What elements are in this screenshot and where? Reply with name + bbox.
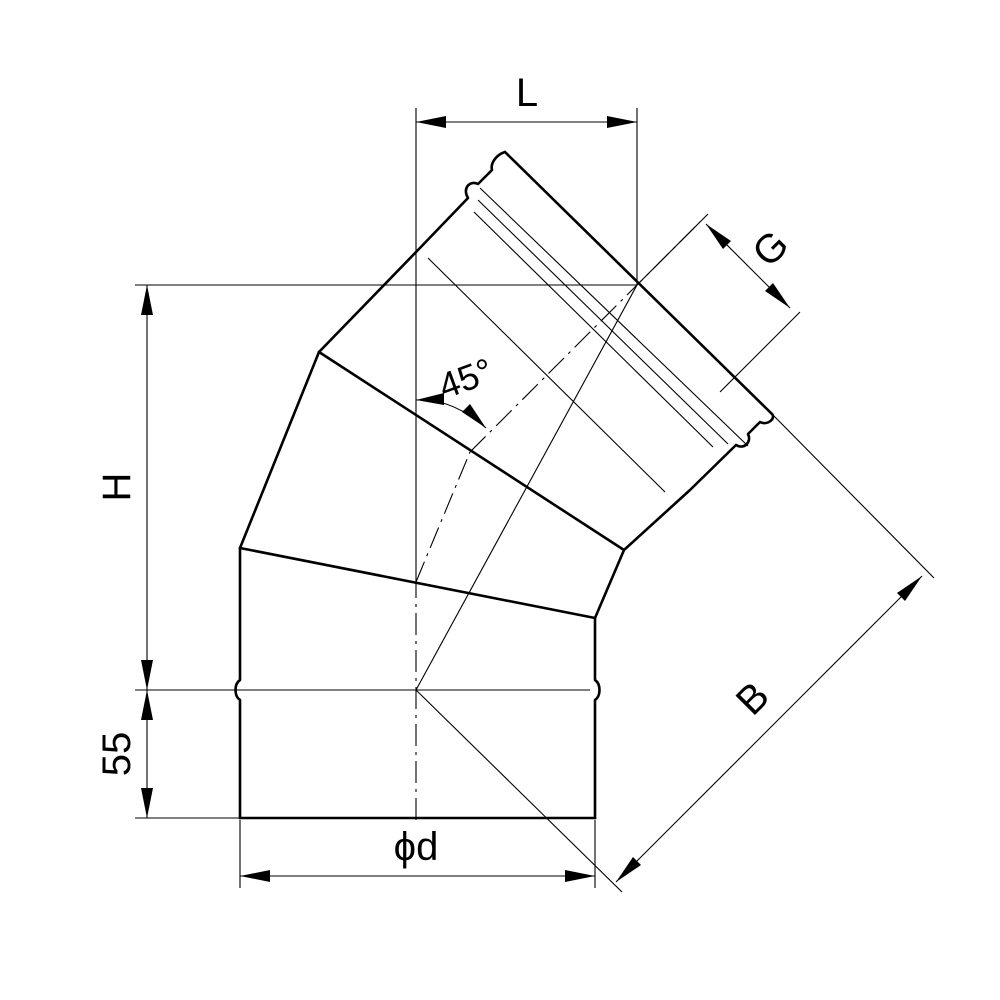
- elbow-outline: [234, 150, 775, 820]
- upper-segment-left-wall: [317, 150, 507, 354]
- B-arrow-lower: [616, 857, 641, 882]
- G-top-extension: [636, 213, 709, 286]
- depth-arrow-bottom: [141, 788, 153, 818]
- L-arrow-left: [416, 116, 446, 128]
- middle-segment-left-wall: [238, 350, 321, 550]
- L-label: L: [516, 71, 538, 115]
- depth-arrow-top: [141, 690, 153, 720]
- bead-line-3: [473, 211, 714, 448]
- bottom-segment-left-wall: [234, 546, 242, 820]
- B-arrow-upper: [897, 576, 922, 601]
- G-arrow-bottom: [765, 283, 790, 308]
- G-label: G: [744, 222, 797, 275]
- dimension-diameter: ϕd: [240, 825, 595, 882]
- middle-segment-right-wall: [593, 548, 626, 620]
- L-arrow-right: [607, 116, 637, 128]
- inner-edge-line: [427, 257, 666, 493]
- H-label: H: [95, 473, 139, 502]
- socket-lines: [427, 187, 749, 493]
- bead-line-1: [479, 187, 749, 447]
- diagonal-construction-line: [415, 284, 638, 691]
- d-arrow-right: [565, 870, 595, 882]
- dimension-depth: 55: [95, 690, 153, 818]
- dimension-H: H: [95, 285, 153, 690]
- B-dimension-line: [615, 575, 923, 883]
- angle-arrow-right: [462, 404, 486, 428]
- angle-arrow-left: [416, 393, 444, 405]
- G-bottom-extension: [719, 311, 801, 393]
- depth-label: 55: [95, 732, 139, 777]
- B-label: B: [728, 674, 778, 724]
- extension-lines: [135, 108, 935, 893]
- H-arrow-top: [141, 285, 153, 315]
- dimension-B: B: [615, 575, 923, 883]
- bead-line-2: [477, 199, 729, 445]
- H-arrow-bottom: [141, 660, 153, 690]
- middle-axis: [415, 451, 471, 583]
- B-lower-extension: [415, 689, 623, 893]
- d-arrow-left: [240, 870, 270, 882]
- joint-line-1: [238, 546, 597, 620]
- dimension-angle: 45°: [415, 350, 498, 429]
- dimension-G: G: [705, 222, 797, 309]
- dimension-L: L: [416, 71, 637, 128]
- upper-segment-right-wall: [622, 412, 775, 552]
- G-arrow-top: [706, 224, 731, 249]
- diameter-label: ϕd: [394, 825, 439, 869]
- B-upper-extension: [771, 413, 935, 579]
- bottom-segment-right-wall: [593, 616, 601, 820]
